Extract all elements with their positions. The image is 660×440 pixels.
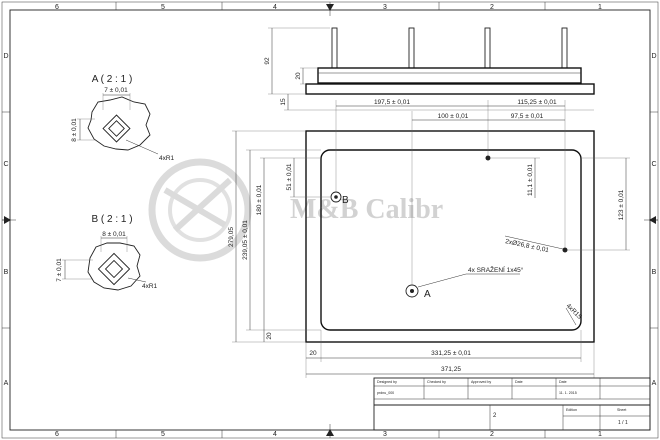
dim-20-left: 20 — [266, 332, 273, 340]
pin-3 — [484, 27, 491, 69]
zone-col-4-bottom: 4 — [273, 431, 277, 438]
title-block: Designed by Checked by Approved by Date … — [373, 377, 651, 431]
dia-note: 2xØ26,8 ± 0,01 — [505, 238, 550, 254]
dim-197-5: 197,5 ± 0,01 — [374, 99, 410, 106]
dim-base-thickness: 15 — [280, 98, 287, 106]
detail-a-title: A ( 2 : 1 ) — [92, 74, 133, 85]
zone-row-d-left: D — [3, 53, 8, 60]
outer-plate — [305, 130, 595, 343]
dim-279-05: 279,05 — [228, 227, 235, 247]
zone-row-b-left: B — [4, 269, 9, 276]
zone-labels: 6 5 4 3 2 1 6 5 4 3 2 1 D C B A D C B A — [3, 4, 656, 438]
detail-b-square-outer — [97, 252, 131, 286]
zone-col-2-bottom: 2 — [490, 431, 494, 438]
zone-col-3-bottom: 3 — [383, 431, 387, 438]
detail-a-height: 8 ± 0,01 — [71, 118, 78, 142]
zone-row-b-right: B — [652, 269, 657, 276]
dim-11-1: 11,1 ± 0,01 — [527, 164, 534, 196]
tb-checked-by-label: Checked by — [427, 380, 446, 384]
dim-115-25: 115,25 ± 0,01 — [517, 99, 557, 106]
dim-371-25: 371,25 — [441, 366, 461, 373]
side-view: 92 20 15 — [264, 27, 595, 111]
tb-designed-by-label: Designed by — [377, 380, 397, 384]
dim-plate-thickness: 20 — [295, 72, 302, 80]
detail-a-outline — [87, 96, 151, 151]
zone-row-d-right: D — [651, 53, 656, 60]
side-plate — [317, 67, 582, 84]
tb-sheet-label: Sheet — [617, 408, 626, 412]
detail-a-square-outer — [102, 114, 131, 143]
dim-239-05: 239,05 ± 0,01 — [242, 220, 249, 260]
tb-sheet-number: 2 — [493, 413, 497, 419]
detail-a-square-inner — [108, 120, 125, 137]
zone-col-2-top: 2 — [490, 4, 494, 11]
hole-right — [562, 247, 568, 253]
dim-180: 180 ± 0,01 — [256, 184, 263, 215]
tb-date-label-2: Date — [559, 380, 567, 384]
zone-col-1-bottom: 1 — [598, 431, 602, 438]
side-base — [305, 83, 595, 95]
dim-331-25: 331,25 ± 0,01 — [431, 350, 471, 357]
watermark-logo: M&B Calibr — [148, 158, 443, 262]
zone-col-6-top: 6 — [55, 4, 59, 11]
detail-b-radius: 4xR1 — [142, 283, 158, 290]
watermark-text: M&B Calibr — [290, 194, 443, 225]
zone-col-5-bottom: 5 — [161, 431, 165, 438]
detail-a: A ( 2 : 1 ) 7 ± 0,01 8 ± 0,01 4xR1 — [71, 74, 175, 162]
dim-pin-height: 92 — [264, 57, 271, 65]
detail-b-square-inner — [104, 259, 124, 279]
zone-col-6-bottom: 6 — [55, 431, 59, 438]
detail-b-outline — [87, 242, 141, 291]
tb-date: 11. 1. 2015 — [559, 391, 577, 395]
zone-row-a-right: A — [652, 380, 657, 387]
detail-a-width: 7 ± 0,01 — [104, 87, 128, 94]
top-view: B A 197,5 ± 0,01 115,25 ± 0,01 100 ± 0,0… — [228, 99, 630, 378]
dim-20-bottom: 20 — [309, 350, 317, 357]
hole-top — [485, 155, 491, 161]
tb-approved-by-label: Approved by — [471, 380, 491, 384]
zone-row-c-right: C — [651, 161, 656, 168]
zone-row-c-left: C — [3, 161, 8, 168]
detail-b-width: 8 ± 0,01 — [102, 231, 126, 238]
dim-51: 51 ± 0,01 — [286, 163, 293, 190]
zone-col-4-top: 4 — [273, 4, 277, 11]
tb-designer: prdnu_000 — [377, 391, 394, 395]
pin-2 — [408, 27, 415, 69]
chamfer-note: 4x SRAŽENÍ 1x45° — [468, 265, 524, 274]
detail-b-height: 7 ± 0,01 — [56, 258, 63, 282]
inner-pocket — [320, 149, 582, 331]
zone-row-a-left: A — [4, 380, 9, 387]
label-a: A — [424, 289, 431, 300]
zone-col-5-top: 5 — [161, 4, 165, 11]
detail-a-radius: 4xR1 — [159, 155, 175, 162]
zone-col-3-top: 3 — [383, 4, 387, 11]
dim-123: 123 ± 0,01 — [618, 189, 625, 220]
dim-97-5: 97,5 ± 0,01 — [511, 113, 544, 120]
zone-col-1-top: 1 — [598, 4, 602, 11]
tb-edition-label: Edition — [566, 408, 577, 412]
pin-1 — [331, 27, 338, 69]
pin-4 — [561, 27, 568, 69]
tb-sheet-value: 1 / 1 — [618, 420, 628, 426]
dim-100: 100 ± 0,01 — [438, 113, 469, 120]
tb-date-label: Date — [515, 380, 523, 384]
label-b: B — [342, 195, 349, 206]
detail-b: B ( 2 : 1 ) 8 ± 0,01 7 ± 0,01 4xR1 — [56, 214, 158, 291]
detail-b-title: B ( 2 : 1 ) — [91, 214, 132, 225]
